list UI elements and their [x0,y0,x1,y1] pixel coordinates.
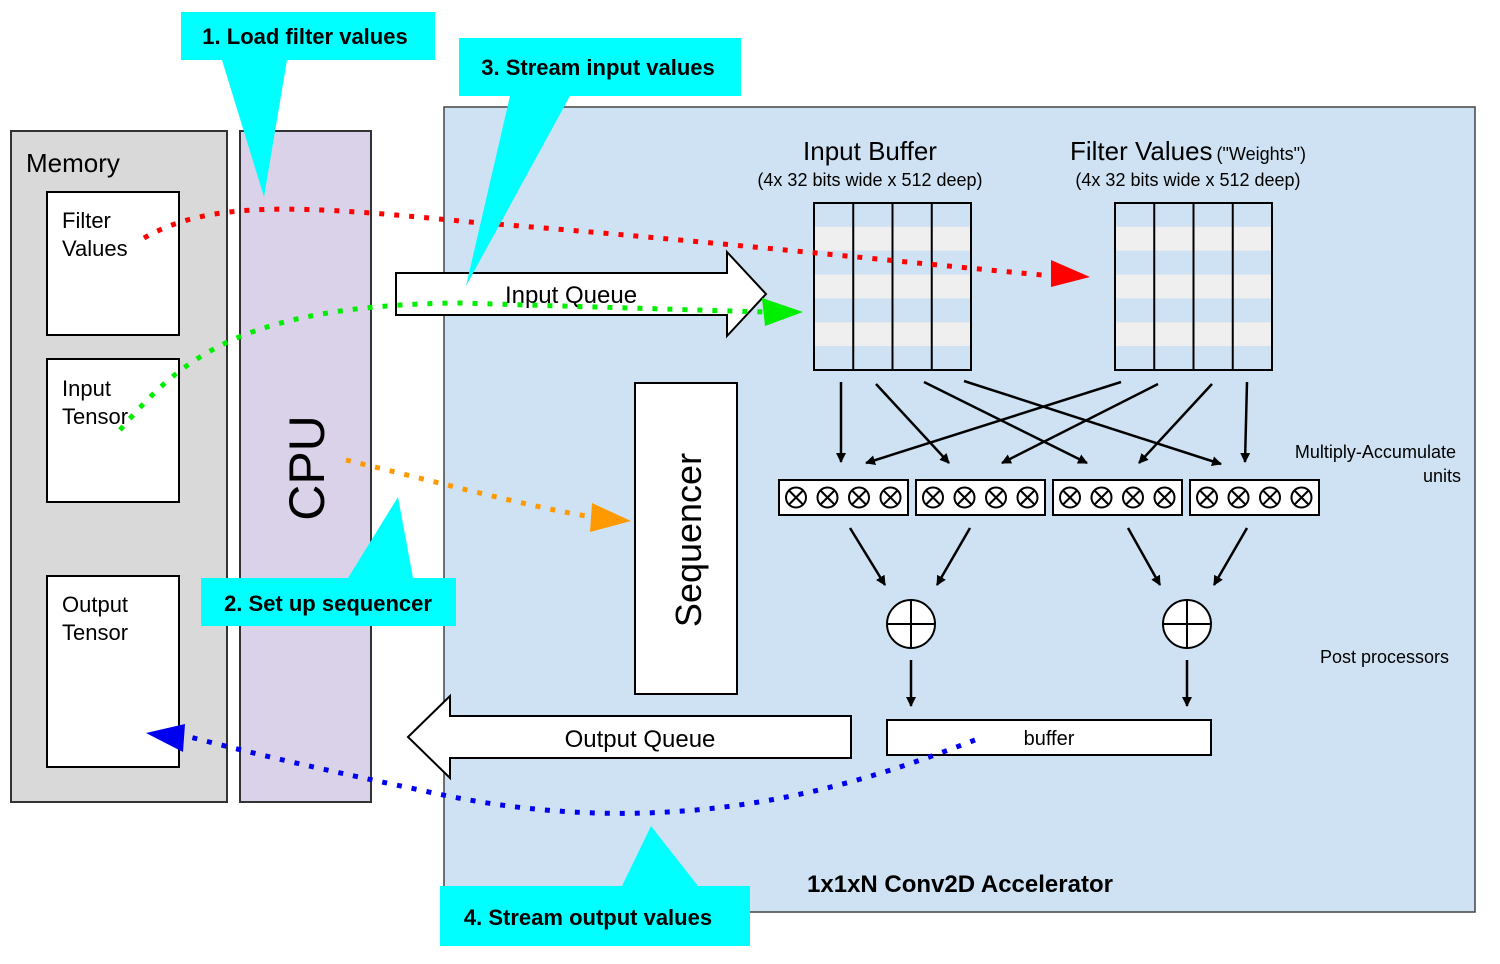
data-flows [118,206,1054,816]
mac-units [778,479,1320,516]
sequencer-flow-line [345,457,593,520]
arrow-f3-mac3 [1138,383,1213,464]
post-processors-label: Post processors [1320,647,1449,667]
callout-stream-input-text: 3. Stream input values [481,55,715,80]
filter-buffer-grid [1114,202,1273,371]
cpu-block [239,130,372,803]
input-buffer-subtitle: (4x 32 bits wide x 512 deep) [757,170,982,190]
cpu-label: CPU [279,415,335,521]
multiply-icon [1259,486,1281,509]
input-flow-line [118,300,766,432]
filter-buffer-title-main: Filter Values [1070,136,1213,166]
buffer-to-mac-arrows [836,379,1251,466]
adder-right [1162,599,1212,649]
multiply-icon [1059,486,1081,509]
filter-values-line1: Filter [62,208,111,233]
sequencer-block [634,382,738,695]
mac-label: Multiply-Accumulate units [1295,442,1461,486]
mac-label-line1: Multiply-Accumulate [1295,442,1456,462]
multiply-icon [1196,486,1218,509]
multiply-icon [1227,486,1250,509]
input-buffer-grid [813,202,972,371]
sequencer-label: Sequencer [668,453,709,627]
filter-values-label: Filter Values [62,208,128,261]
arrow-f1-mac1 [865,380,1122,466]
filter-flow-line [142,206,1054,279]
multiply-icon [879,486,902,509]
input-flow-arrowhead [762,298,803,326]
adder-to-buffer-arrows [906,660,1192,707]
multiply-icon [848,486,870,509]
input-queue-label: Input Queue [505,282,637,309]
callout-stream-output-text: 4. Stream output values [464,905,712,930]
filter-buffer-title-suffix: ("Weights") [1217,144,1306,164]
mac-to-adder-arrows [848,527,1249,586]
callout-stream-output: 4. Stream output values [440,826,750,946]
callout-setup-sequencer: 2. Set up sequencer [201,497,456,626]
memory-title: Memory [26,148,120,178]
filter-buffer-title: Filter Values("Weights") [1070,136,1306,166]
callout-load-filter-text: 1. Load filter values [202,24,407,49]
multiply-icon [1016,486,1039,509]
multiply-icon [1090,486,1113,509]
output-tensor-label: Output Tensor [62,592,134,645]
input-tensor-line1: Input [62,376,111,401]
multiply-icon [785,486,807,509]
output-queue-arrow [406,693,852,781]
mac-unit-4 [1189,479,1320,516]
output-flow-arrowhead [146,724,185,752]
adder-left [886,599,936,649]
callout-stream-input: 3. Stream input values [459,38,741,286]
mac-unit-1 [778,479,909,516]
arrow-f4-mac4 [1240,381,1251,463]
output-tensor-line1: Output [62,592,128,617]
multiply-icon [953,486,976,509]
filter-buffer-subtitle: (4x 32 bits wide x 512 deep) [1075,170,1300,190]
input-tensor-label: Input Tensor [62,376,128,429]
multiply-icon [1122,486,1144,509]
input-tensor-box [46,358,180,503]
arrow-in3-mac3 [923,380,1088,465]
arrow-f2-mac2 [1001,382,1159,465]
mac-unit-2 [915,479,1046,516]
output-tensor-line2: Tensor [62,620,128,645]
input-queue-arrow [395,249,768,339]
input-buffer-title: Input Buffer [803,136,937,166]
multiply-icon [985,486,1007,509]
multiply-icon [922,486,944,509]
arrow-in2-mac2 [875,383,950,464]
output-buffer-label: buffer [1024,728,1075,750]
accelerator-title: 1x1xN Conv2D Accelerator [807,871,1113,898]
input-tensor-line2: Tensor [62,404,128,429]
callout-setup-sequencer-text: 2. Set up sequencer [224,591,432,616]
output-queue-label: Output Queue [565,726,716,753]
mac-unit-3 [1052,479,1183,516]
multiply-icon [816,486,839,509]
arrow-in4-mac4 [963,379,1222,466]
mac-label-line2: units [1423,466,1461,486]
filter-values-box [46,191,180,336]
callout-load-filter: 1. Load filter values [181,12,435,197]
filter-flow-arrowhead [1051,260,1090,287]
filter-values-line2: Values [62,236,128,261]
multiply-icon [1290,486,1313,509]
output-buffer-box [886,719,1212,756]
multiply-icon [1153,486,1176,509]
sequencer-flow-arrowhead [590,503,631,532]
